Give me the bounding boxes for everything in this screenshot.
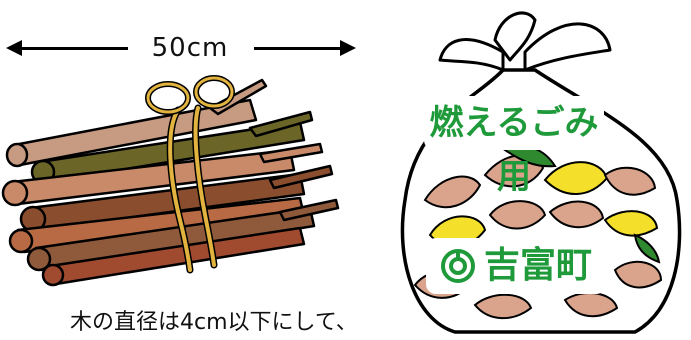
leaf-8 (548, 200, 605, 229)
bag-town-label: 吉富町 (426, 238, 606, 294)
town-emblem-icon (440, 249, 475, 283)
length-label: 50cm (151, 33, 229, 63)
branch-4 (19, 164, 334, 233)
leaf-11 (613, 260, 663, 289)
branch-6 (26, 198, 340, 272)
branch-7 (41, 226, 306, 287)
diameter-caption: 木の直径は4cm以下にして、 (70, 310, 358, 335)
length-measurement: 50cm (0, 30, 360, 66)
branch-bundle-illustration (1, 75, 340, 287)
bag-handle-right (523, 22, 612, 72)
left-arrowhead (6, 40, 22, 56)
rope-tie-color (168, 106, 216, 272)
leaf-1 (423, 175, 482, 209)
bag-title-label: 燃えるごみ用 (424, 96, 604, 197)
left-arrow-line (18, 47, 128, 50)
leaf-14 (633, 233, 661, 264)
bag-handle-left (438, 38, 505, 72)
right-arrow-line (254, 47, 342, 50)
bag-handle-top (493, 11, 537, 62)
leaf-9 (603, 210, 659, 237)
town-name: 吉富町 (483, 245, 592, 286)
leaf-7 (488, 200, 547, 230)
leaf-4 (603, 166, 657, 196)
right-arrowhead (340, 40, 356, 56)
leaf-12 (473, 293, 533, 320)
